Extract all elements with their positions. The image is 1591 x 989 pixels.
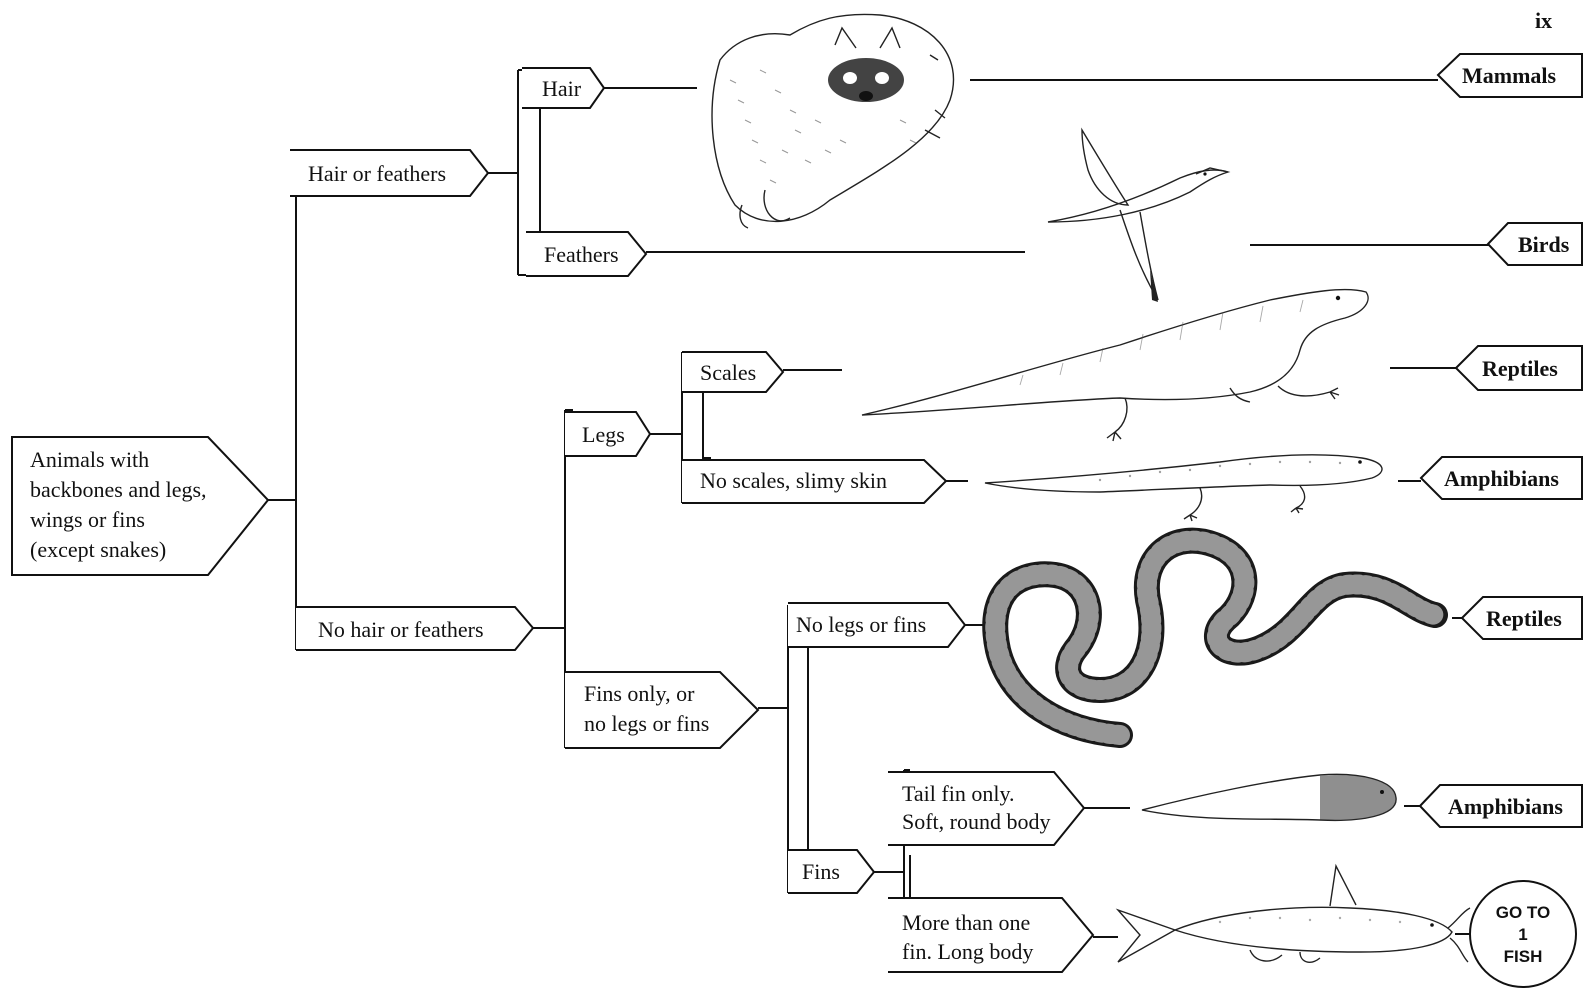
tadpole-illustration	[1142, 774, 1396, 820]
node-tail-fin-only: Tail fin only. Soft, round body	[888, 772, 1084, 845]
lizard-illustration	[862, 290, 1368, 441]
legs-label: Legs	[582, 422, 625, 447]
connector-lines	[268, 70, 1490, 963]
goto-line-3: FISH	[1504, 947, 1543, 966]
result-birds: Birds	[1488, 223, 1582, 265]
no-scales-label: No scales, slimy skin	[700, 468, 887, 493]
node-fins-only: Fins only, or no legs or fins	[565, 672, 758, 748]
node-feathers: Feathers	[526, 232, 646, 276]
node-scales: Scales	[682, 352, 783, 392]
fins-only-line-2: no legs or fins	[584, 711, 709, 736]
node-hair-or-feathers: Hair or feathers	[290, 150, 488, 196]
mammals-label: Mammals	[1462, 63, 1557, 88]
node-fins: Fins	[788, 850, 874, 893]
root-line-4: (except snakes)	[30, 537, 166, 562]
node-no-legs-or-fins: No legs or fins	[788, 603, 965, 647]
node-no-scales: No scales, slimy skin	[682, 460, 946, 503]
amphibians-1-label: Amphibians	[1444, 466, 1559, 491]
reptiles-1-label: Reptiles	[1482, 356, 1558, 381]
scales-label: Scales	[700, 360, 756, 385]
page-number: ix	[1535, 8, 1552, 33]
goto-line-2: 1	[1518, 925, 1527, 944]
goto-line-1: GO TO	[1496, 903, 1550, 922]
amphibians-2-label: Amphibians	[1448, 794, 1563, 819]
tail-fin-line-2: Soft, round body	[902, 809, 1051, 834]
result-amphibians-1: Amphibians	[1421, 457, 1582, 499]
node-more-than-one-fin: More than one fin. Long body	[888, 898, 1093, 972]
more-fins-line-1: More than one	[902, 910, 1030, 935]
root-node: Animals with backbones and legs, wings o…	[12, 437, 268, 575]
fins-only-line-1: Fins only, or	[584, 681, 695, 706]
result-reptiles-1: Reptiles	[1456, 346, 1582, 390]
feathers-label: Feathers	[544, 242, 619, 267]
no-legs-or-fins-label: No legs or fins	[796, 612, 926, 637]
hair-label: Hair	[542, 76, 582, 101]
reptiles-2-label: Reptiles	[1486, 606, 1562, 631]
tail-fin-line-1: Tail fin only.	[902, 781, 1015, 806]
fins-label: Fins	[802, 859, 840, 884]
result-reptiles-2: Reptiles	[1462, 597, 1582, 639]
result-mammals: Mammals	[1438, 54, 1582, 97]
node-hair: Hair	[522, 68, 604, 108]
raccoon-illustration	[712, 14, 953, 228]
salamander-illustration	[985, 455, 1382, 521]
goto-fish-badge[interactable]: GO TO 1 FISH	[1470, 881, 1576, 987]
result-amphibians-2: Amphibians	[1420, 785, 1582, 827]
node-no-hair-or-feathers: No hair or feathers	[296, 607, 533, 650]
root-line-2: backbones and legs,	[30, 477, 207, 502]
hair-or-feathers-label: Hair or feathers	[308, 161, 446, 186]
node-legs: Legs	[565, 412, 650, 456]
root-line-1: Animals with	[30, 447, 149, 472]
no-hair-or-feathers-label: No hair or feathers	[318, 617, 484, 642]
more-fins-line-2: fin. Long body	[902, 939, 1033, 964]
pintail-duck-illustration	[1048, 130, 1228, 302]
birds-label: Birds	[1518, 232, 1570, 257]
root-line-3: wings or fins	[30, 507, 145, 532]
catfish-illustration	[1118, 866, 1470, 962]
snake-illustration	[995, 541, 1435, 735]
